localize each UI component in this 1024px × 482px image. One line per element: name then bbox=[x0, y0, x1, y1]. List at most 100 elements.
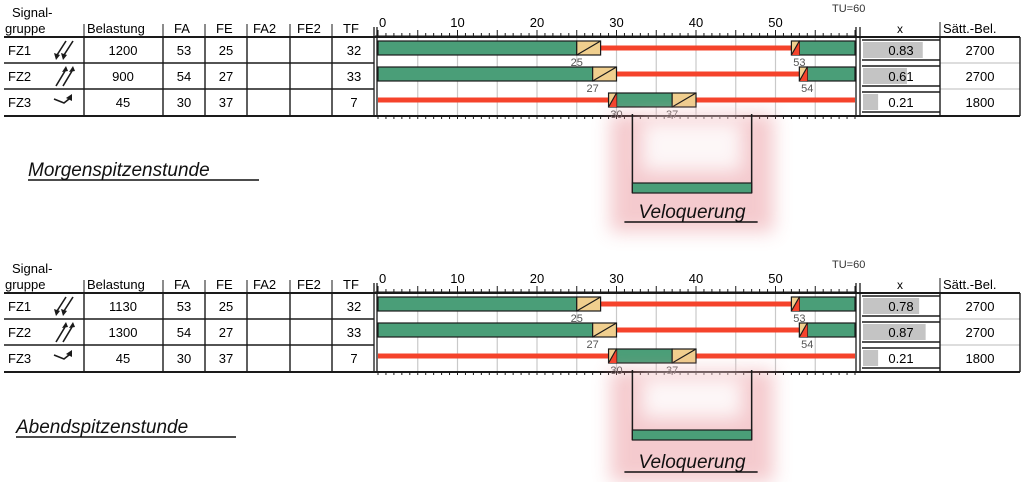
green-phase bbox=[377, 40, 578, 56]
x-tick-label: 0 bbox=[379, 15, 386, 30]
fe-value: 25 bbox=[219, 43, 233, 58]
x-tick-label: 0 bbox=[379, 271, 386, 286]
saturation-value: 0.61 bbox=[888, 69, 913, 84]
fe-marker-label: 27 bbox=[587, 339, 599, 351]
fe-marker-label: 25 bbox=[571, 57, 583, 69]
green-phase bbox=[806, 66, 856, 82]
saturation-bar bbox=[863, 42, 923, 58]
signal-group-label: FZ3 bbox=[8, 351, 31, 366]
header-fe2: FE2 bbox=[297, 21, 321, 36]
arrow-shaft bbox=[56, 296, 67, 312]
x-tick-label: 20 bbox=[530, 15, 544, 30]
header-fa: FA bbox=[174, 21, 190, 36]
x-tick-label: 40 bbox=[689, 15, 703, 30]
signal-bar-fz2 bbox=[377, 322, 856, 338]
belastung-value: 1130 bbox=[109, 299, 137, 314]
saturation-value: 0.87 bbox=[888, 325, 913, 340]
arrow-shaft bbox=[62, 70, 73, 87]
period-title: Morgenspitzenstunde bbox=[28, 160, 210, 181]
saettigungsbelastung-value: 1800 bbox=[966, 95, 995, 110]
arrow-head bbox=[62, 322, 68, 328]
fa-marker-label: 54 bbox=[801, 339, 813, 351]
saturation-bar bbox=[863, 68, 907, 84]
saturation-value: 0.83 bbox=[888, 43, 913, 58]
arrow-head bbox=[54, 53, 60, 60]
header-tf: TF bbox=[343, 21, 359, 36]
fa-marker-label: 53 bbox=[793, 57, 805, 69]
arrows-up-icon bbox=[55, 322, 75, 343]
red-amber-diagonal bbox=[608, 92, 618, 108]
fa-value: 30 bbox=[177, 351, 191, 366]
signal-bar-fz3 bbox=[378, 92, 855, 108]
header-signalgruppe-line2: gruppe bbox=[5, 21, 45, 36]
arrow-shaft bbox=[55, 70, 66, 87]
fa-marker-label: 54 bbox=[801, 83, 813, 95]
fa-value: 54 bbox=[177, 325, 191, 340]
x-tick-label: 10 bbox=[450, 15, 464, 30]
header-fe2: FE2 bbox=[297, 277, 321, 292]
tf-value: 33 bbox=[347, 325, 361, 340]
veloquerung-green-phase bbox=[631, 429, 753, 441]
header-x: x bbox=[897, 22, 903, 36]
belastung-value: 1200 bbox=[109, 43, 138, 58]
saettigungsbelastung-value: 1800 bbox=[966, 351, 995, 366]
arrow-shaft bbox=[53, 98, 70, 104]
fa-value: 30 bbox=[177, 95, 191, 110]
x-tick-label: 40 bbox=[689, 271, 703, 286]
signal-bar-fz1 bbox=[377, 296, 856, 312]
signal-group-label: FZ2 bbox=[8, 69, 31, 84]
header-fa2: FA2 bbox=[253, 277, 276, 292]
red-amber-diagonal bbox=[790, 40, 800, 56]
arrow-shaft bbox=[55, 326, 66, 343]
signal-group-label: FZ1 bbox=[8, 43, 31, 58]
saturation-value: 0.21 bbox=[888, 95, 913, 110]
signal-bar-fz2 bbox=[377, 66, 856, 82]
amber-diagonal bbox=[576, 40, 601, 56]
arrow-shaft bbox=[53, 354, 70, 360]
red-amber-diagonal bbox=[608, 348, 618, 364]
fe-value: 27 bbox=[219, 69, 233, 84]
signal-bar-fz1 bbox=[377, 40, 856, 56]
red-amber-diagonal bbox=[790, 296, 800, 312]
green-phase bbox=[615, 92, 673, 108]
fe-value: 37 bbox=[219, 351, 233, 366]
saettigungsbelastung-value: 2700 bbox=[966, 43, 995, 58]
belastung-value: 900 bbox=[112, 69, 134, 84]
tf-value: 32 bbox=[347, 43, 361, 58]
header-saett-bel: Sätt.-Bel. bbox=[943, 277, 996, 292]
x-tick-label: 20 bbox=[530, 271, 544, 286]
green-phase bbox=[615, 348, 673, 364]
arrow-head bbox=[62, 66, 68, 72]
arrows-up-icon bbox=[55, 66, 75, 87]
veloquerung-highlight-inner bbox=[642, 378, 742, 418]
turn-arrow-icon bbox=[53, 350, 72, 360]
fa-marker-label: 53 bbox=[793, 313, 805, 325]
veloquerung-highlight-inner bbox=[642, 122, 742, 171]
red-amber-diagonal bbox=[798, 322, 808, 338]
saturation-bar bbox=[863, 298, 920, 314]
fa-value: 53 bbox=[177, 43, 191, 58]
header-fe: FE bbox=[216, 277, 233, 292]
x-tick-label: 10 bbox=[450, 271, 464, 286]
green-phase bbox=[377, 322, 594, 338]
header-fe: FE bbox=[216, 21, 233, 36]
cycle-time-label: TU=60 bbox=[832, 259, 865, 271]
saettigungsbelastung-value: 2700 bbox=[966, 299, 995, 314]
belastung-value: 45 bbox=[116, 95, 130, 110]
header-tf: TF bbox=[343, 277, 359, 292]
amber-diagonal bbox=[592, 66, 617, 82]
fe-value: 27 bbox=[219, 325, 233, 340]
cycle-time-label: TU=60 bbox=[832, 3, 865, 15]
arrow-shaft bbox=[63, 296, 74, 312]
header-signalgruppe-line2: gruppe bbox=[5, 277, 45, 292]
veloquerung-label: Veloquerung bbox=[638, 452, 745, 473]
arrow-head bbox=[66, 350, 72, 357]
tf-value: 33 bbox=[347, 69, 361, 84]
fa-value: 53 bbox=[177, 299, 191, 314]
veloquerung-green-phase bbox=[631, 182, 753, 194]
header-belastung: Belastung bbox=[87, 21, 145, 36]
fe-marker-label: 25 bbox=[571, 313, 583, 325]
veloquerung-label: Veloquerung bbox=[638, 202, 745, 223]
